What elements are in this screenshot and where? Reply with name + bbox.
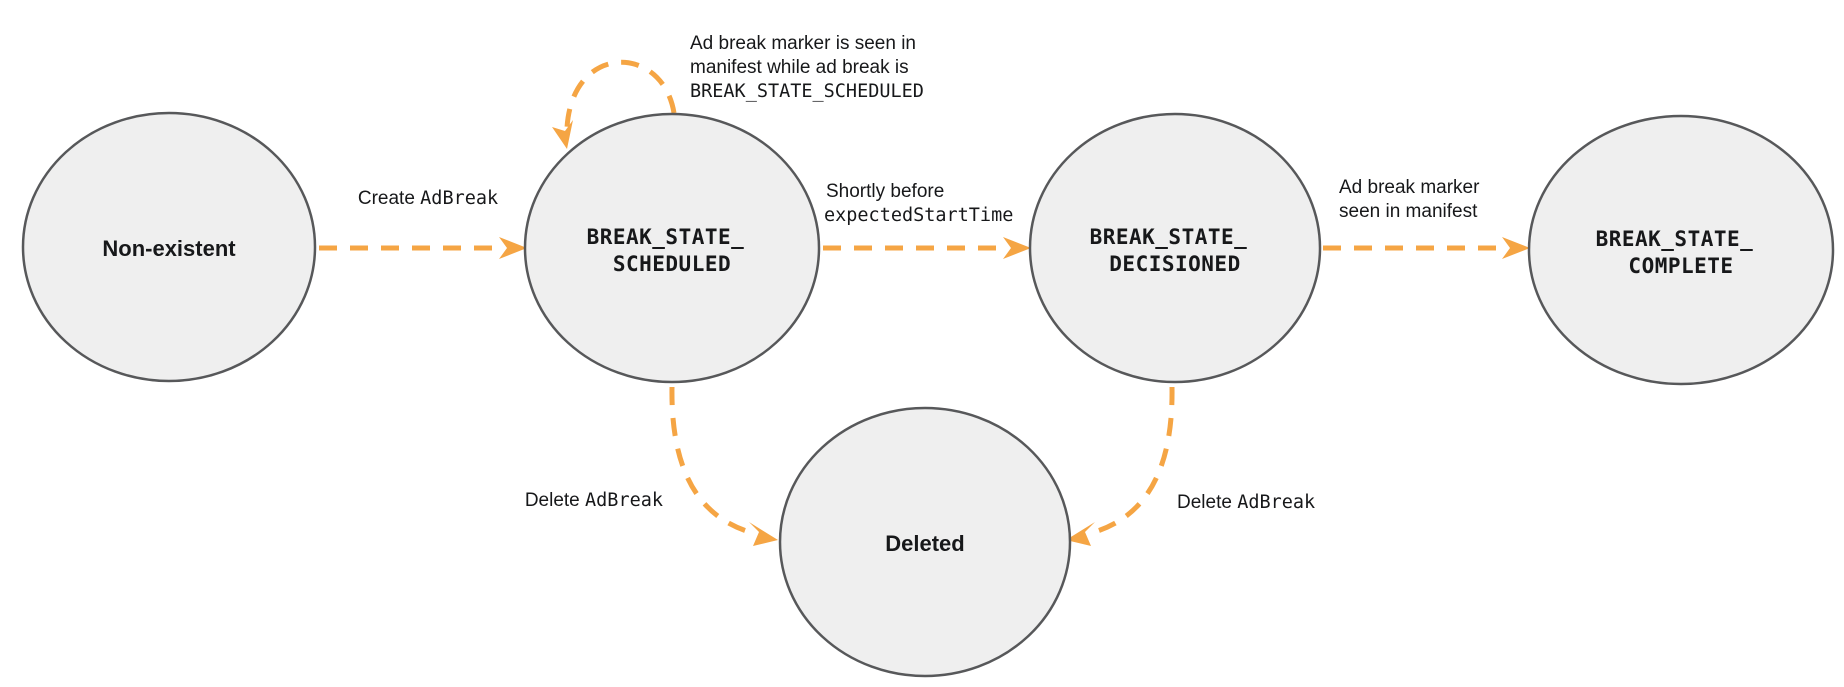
- delete-from-scheduled-label: Delete AdBreak: [525, 490, 663, 511]
- to-decisioned-label: Shortly before expectedStartTime: [824, 181, 1013, 226]
- complete-label-line2: COMPLETE: [1628, 254, 1733, 278]
- scheduled-label-line1: BREAK_STATE_: [587, 225, 745, 249]
- delete-from-decisioned-arrow-curve: [1086, 386, 1175, 537]
- complete-label-line1: BREAK_STATE_: [1596, 227, 1754, 251]
- delete-from-decisioned-label-text: Delete: [1177, 492, 1237, 513]
- to-complete-label-line2: seen in manifest: [1339, 201, 1478, 222]
- to-complete-label-line1: Ad break marker: [1339, 177, 1480, 198]
- delete-from-decisioned-arrowhead-icon: [1066, 522, 1095, 546]
- state-node-non-existent: Non-existent: [21, 111, 317, 383]
- to-decisioned-label-code: expectedStartTime: [824, 205, 1013, 226]
- state-node-break-state-scheduled: BREAK_STATE_ SCHEDULED: [523, 112, 821, 384]
- transition-to-decisioned: Shortly before expectedStartTime: [823, 181, 1031, 259]
- to-complete-label: Ad break marker seen in manifest: [1339, 177, 1485, 222]
- delete-from-scheduled-arrow-curve: [669, 386, 758, 537]
- decisioned-label: BREAK_STATE_ DECISIONED: [1090, 225, 1261, 276]
- state-node-deleted: Deleted: [778, 406, 1072, 678]
- decisioned-circle: [1028, 112, 1322, 384]
- transition-self-loop-scheduled: Ad break marker is seen in manifest whil…: [552, 33, 924, 149]
- complete-label: BREAK_STATE_ COMPLETE: [1596, 227, 1767, 278]
- decisioned-label-line1: BREAK_STATE_: [1090, 225, 1248, 249]
- self-loop-label-code: BREAK_STATE_SCHEDULED: [690, 81, 924, 102]
- decisioned-label-line2: DECISIONED: [1109, 252, 1240, 276]
- delete-from-decisioned-label-code: AdBreak: [1237, 492, 1315, 513]
- non-existent-label: Non-existent: [102, 236, 236, 261]
- create-adbreak-label-text: Create: [358, 188, 420, 209]
- non-existent-circle: [21, 111, 317, 383]
- scheduled-label-line2: SCHEDULED: [613, 252, 731, 276]
- transition-delete-from-scheduled: Delete AdBreak: [525, 386, 778, 546]
- to-complete-arrowhead-icon: [1502, 237, 1530, 259]
- delete-from-scheduled-arrowhead-icon: [749, 522, 778, 546]
- to-decisioned-arrowhead-icon: [1003, 237, 1031, 259]
- self-loop-arrowhead-icon: [552, 120, 573, 149]
- transition-delete-from-decisioned: Delete AdBreak: [1066, 386, 1315, 546]
- delete-from-decisioned-label: Delete AdBreak: [1177, 492, 1315, 513]
- state-node-break-state-decisioned: BREAK_STATE_ DECISIONED: [1028, 112, 1322, 384]
- deleted-circle: [778, 406, 1072, 678]
- deleted-label: Deleted: [885, 531, 964, 556]
- to-decisioned-label-line1: Shortly before: [826, 181, 944, 202]
- transition-to-complete: Ad break marker seen in manifest: [1323, 177, 1530, 259]
- create-adbreak-arrowhead-icon: [499, 237, 527, 259]
- delete-from-scheduled-label-code: AdBreak: [585, 490, 663, 511]
- self-loop-label-line2: manifest while ad break is: [690, 57, 909, 78]
- scheduled-label: BREAK_STATE_ SCHEDULED: [587, 225, 758, 276]
- self-loop-label: Ad break marker is seen in manifest whil…: [690, 33, 924, 102]
- state-node-break-state-complete: BREAK_STATE_ COMPLETE: [1527, 114, 1835, 386]
- scheduled-circle: [523, 112, 821, 384]
- create-adbreak-label: Create AdBreak: [358, 188, 498, 209]
- delete-from-scheduled-label-text: Delete: [525, 490, 585, 511]
- transition-create-adbreak: Create AdBreak: [319, 188, 527, 259]
- create-adbreak-label-code: AdBreak: [420, 188, 498, 209]
- self-loop-label-line1: Ad break marker is seen in: [690, 33, 916, 54]
- complete-circle: [1527, 114, 1835, 386]
